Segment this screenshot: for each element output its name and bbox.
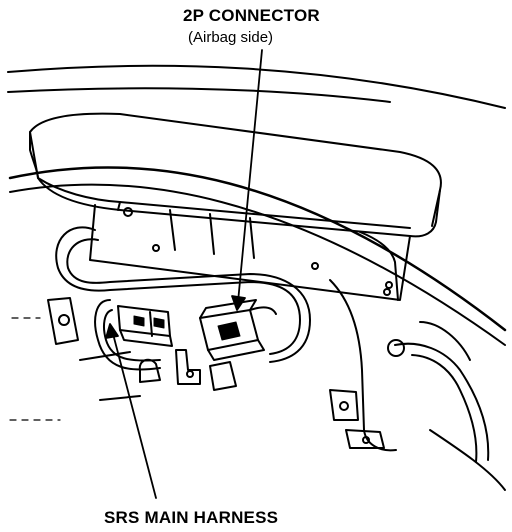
leader-lines [105,49,263,499]
dashboard-surface [7,64,507,491]
srs-harness-cable [55,226,311,371]
airbag-2p-connector [199,299,277,361]
arrowhead-connector [231,295,246,311]
leader-connector [237,49,263,303]
connector-label: 2P CONNECTOR [183,6,320,25]
leader-harness [111,329,157,499]
harness-connector [117,305,173,347]
airbag-module [29,112,442,301]
arrowhead-harness [105,323,119,339]
harness-label: SRS MAIN HARNESS [104,508,279,527]
right-panel [329,279,490,463]
airbag-side-label: (Airbag side) [188,29,274,46]
lower-brackets [79,349,237,401]
left-bracket [47,297,79,345]
